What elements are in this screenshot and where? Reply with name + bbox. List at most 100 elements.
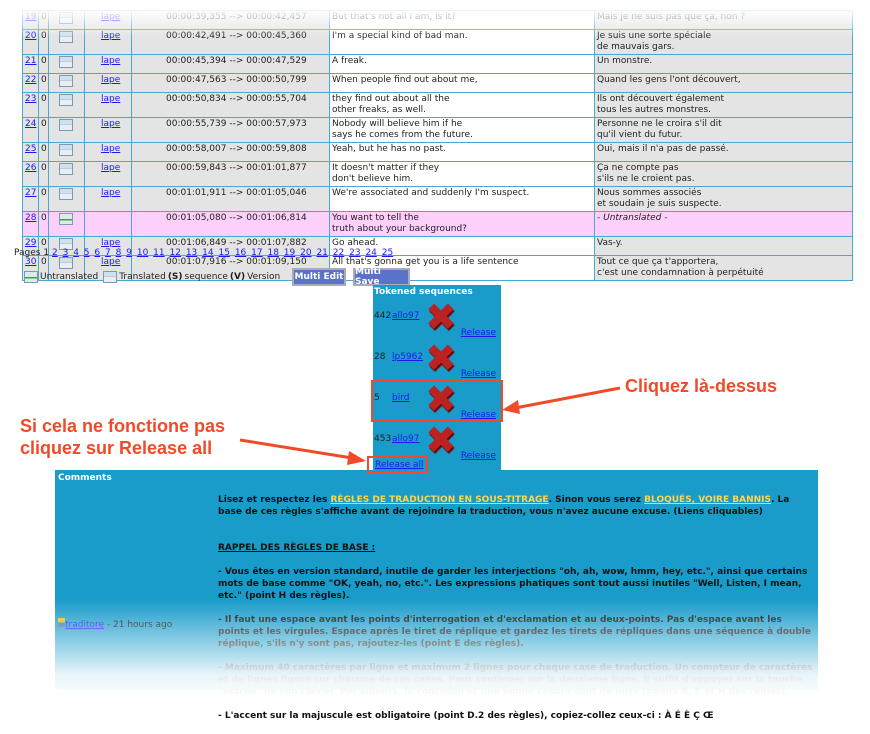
translated-icon[interactable] — [59, 56, 73, 68]
page-link[interactable]: 11 — [153, 248, 165, 258]
page-link[interactable]: 5 — [83, 248, 90, 258]
translation-text[interactable]: Nous sommes associés et soudain je suis … — [597, 188, 722, 209]
translation-text[interactable]: Ils ont découvert également tous les aut… — [597, 94, 725, 115]
release-link[interactable]: Release — [460, 369, 496, 379]
page-link[interactable]: 16 — [234, 248, 247, 258]
sequence-link[interactable]: 22 — [25, 75, 37, 85]
delete-x-icon[interactable]: ✖ — [425, 295, 457, 339]
release-link[interactable]: Release — [460, 328, 496, 338]
release-all-link[interactable]: Release all — [375, 460, 424, 470]
translator-link[interactable]: lape — [101, 188, 121, 198]
translated-icon[interactable] — [59, 75, 73, 87]
translated-icon[interactable] — [59, 144, 73, 156]
version-count: 0 — [41, 257, 47, 267]
translator-link[interactable]: lape — [101, 163, 121, 173]
version-count: 0 — [41, 94, 47, 104]
translation-text[interactable]: Un monstre. — [597, 56, 653, 66]
translated-icon[interactable] — [59, 163, 73, 175]
translation-text[interactable]: Vas-y. — [597, 238, 623, 248]
version-count: 0 — [41, 75, 47, 85]
translator-link[interactable]: lape — [101, 257, 121, 267]
translated-icon[interactable] — [59, 119, 73, 131]
translated-icon[interactable] — [59, 188, 73, 200]
original-text: Yeah, but he has no past. — [332, 144, 446, 154]
page-link[interactable]: 25 — [381, 248, 394, 258]
multi-edit-button[interactable]: Multi Edit — [292, 268, 346, 286]
page-link[interactable]: 10 — [136, 248, 149, 258]
release-link[interactable]: Release — [460, 451, 496, 461]
timecode: 00:01:07,916 --> 00:01:09,150 — [166, 257, 307, 267]
sequence-link[interactable]: 26 — [25, 163, 37, 173]
page-link[interactable]: 9 — [126, 248, 132, 258]
original-text: When people find out about me, — [332, 75, 478, 85]
translation-text[interactable]: Quand les gens l'ont découvert, — [597, 75, 741, 85]
legend-s: (S) — [167, 272, 183, 282]
translated-icon[interactable] — [59, 238, 73, 250]
page-link[interactable]: 17 — [251, 248, 263, 258]
user-link[interactable]: bird — [392, 393, 410, 403]
page-link[interactable]: 18 — [267, 248, 279, 258]
time-cell: 00:01:06,849 --> 00:01:07,882 — [131, 236, 330, 256]
num-cell: 27 — [22, 186, 39, 212]
pagination: Pages 1 2 3 4 5 6 7 8 9 10 11 12 13 14 1… — [14, 248, 395, 258]
timecode: 00:00:55,739 --> 00:00:57,973 — [166, 119, 307, 129]
page-link[interactable]: 12 — [169, 248, 181, 258]
time-cell: 00:01:01,911 --> 00:01:05,046 — [131, 186, 330, 212]
en-cell: Yeah, but he has no past. — [329, 142, 595, 162]
user-cell: lape — [84, 92, 132, 118]
user-link[interactable]: allo97 — [392, 311, 420, 321]
sequence-link[interactable]: 24 — [25, 119, 37, 129]
sequence-link[interactable]: 27 — [25, 188, 37, 198]
sequence-link[interactable]: 23 — [25, 94, 37, 104]
page-link[interactable]: 7 — [105, 248, 111, 258]
page-link[interactable]: 21 — [316, 248, 328, 258]
translation-text[interactable]: Tout ce que ça t'apportera, c'est une co… — [597, 257, 764, 278]
sequence-link[interactable]: 29 — [25, 238, 37, 248]
delete-x-icon[interactable]: ✖ — [425, 418, 457, 462]
arrow-line-right — [514, 386, 621, 410]
page-link[interactable]: 2 — [51, 248, 58, 258]
release-link[interactable]: Release — [460, 410, 496, 420]
fr-cell: Nous sommes associés et soudain je suis … — [594, 186, 853, 212]
user-link[interactable]: lp5962 — [392, 352, 424, 362]
translator-link[interactable]: lape — [101, 94, 121, 104]
page-link[interactable]: 4 — [73, 248, 79, 258]
delete-x-icon[interactable]: ✖ — [425, 336, 457, 380]
version-count: 0 — [41, 163, 47, 173]
sequence-link[interactable]: 21 — [25, 56, 37, 66]
translator-link[interactable]: lape — [101, 144, 121, 154]
ban-link[interactable]: BLOQUÉS, VOIRE BANNIS — [644, 495, 771, 505]
translated-icon[interactable] — [59, 257, 73, 269]
page-link[interactable]: 20 — [300, 248, 312, 258]
page-link[interactable]: 8 — [115, 248, 122, 258]
translator-link[interactable]: lape — [101, 119, 121, 129]
page-link[interactable]: 24 — [365, 248, 377, 258]
translation-text[interactable]: Personne ne le croira s'il dit qu'il vie… — [597, 119, 722, 140]
translated-icon[interactable] — [59, 94, 73, 106]
rules-link[interactable]: RÈGLES DE TRADUCTION EN SOUS-TITRAGE — [330, 495, 549, 505]
translator-link[interactable]: lape — [101, 238, 121, 248]
user-link[interactable]: allo97 — [392, 434, 420, 444]
translation-text[interactable]: Oui, mais il n'a pas de passé. — [597, 144, 729, 154]
page-link[interactable]: 13 — [185, 248, 198, 258]
translator-link[interactable]: lape — [101, 56, 121, 66]
user-cell: lape — [84, 117, 132, 143]
page-link[interactable]: 3 — [62, 248, 69, 258]
page-link[interactable]: 23 — [349, 248, 361, 258]
page-link[interactable]: 15 — [218, 248, 230, 258]
translation-text[interactable]: - Untranslated - — [597, 213, 668, 223]
page-link[interactable]: 6 — [94, 248, 101, 258]
sequence-link[interactable]: 30 — [25, 257, 37, 267]
delete-x-icon[interactable]: ✖ — [425, 377, 457, 421]
sequence-link[interactable]: 28 — [25, 213, 37, 223]
page-link[interactable]: 14 — [202, 248, 214, 258]
arrow-head-right — [502, 400, 520, 414]
translation-text[interactable]: Ça ne compte pas s'ils ne le croient pas… — [597, 163, 695, 184]
translated-icon — [103, 271, 118, 283]
untranslated-icon[interactable] — [59, 213, 73, 225]
time-cell: 00:00:59,843 --> 00:01:01,877 — [131, 161, 330, 187]
sequence-link[interactable]: 25 — [25, 144, 37, 154]
page-link[interactable]: 22 — [332, 248, 345, 258]
page-link[interactable]: 19 — [283, 248, 296, 258]
translator-link[interactable]: lape — [101, 75, 121, 85]
